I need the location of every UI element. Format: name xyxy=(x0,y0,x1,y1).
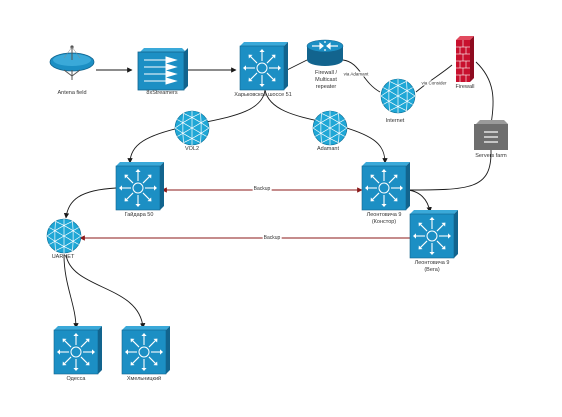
node-label-line: Леонтовича 9 xyxy=(414,260,450,266)
node-label-line: Multicast xyxy=(315,76,337,83)
node-label-vol2: VOL2 xyxy=(184,146,200,152)
node-label-line: Firewall / xyxy=(314,70,338,76)
node-label-gaidara: Гайдара 50 xyxy=(124,212,154,218)
layer3-switch-icon xyxy=(115,162,164,211)
edge-servers-konstor xyxy=(404,149,492,193)
node-label-firewall: Firewall xyxy=(455,84,475,90)
streamers-icon xyxy=(137,48,188,91)
edge-label-via-adamant: via Adamant xyxy=(342,71,370,77)
satellite-dish-icon xyxy=(49,45,95,80)
node-label-odessa: Одесса xyxy=(66,376,86,382)
node-label-line: (Вега) xyxy=(424,266,440,273)
firewall-icon xyxy=(456,36,474,82)
edge-gaidara-uarnet xyxy=(63,187,117,219)
layer3-switch-icon xyxy=(239,42,288,91)
node-label-antenna: Antena field xyxy=(57,90,87,96)
node-label-kharkiv: Харьковское шоссе 51 xyxy=(234,92,292,98)
node-label-leont-konstor: Леонтовича 9 (Констор) xyxy=(367,212,402,226)
node-label-khmel: Хмельницкий xyxy=(126,376,162,382)
globe-icon xyxy=(174,110,210,146)
node-label-internet: Internet xyxy=(385,118,405,124)
node-label-leont-vega: Леонтовича 9 (Вега) xyxy=(415,260,450,274)
router-icon xyxy=(306,39,344,66)
edge-uarnet-khmel xyxy=(65,254,146,329)
node-label-adamant: Adamant xyxy=(316,146,340,152)
node-label-line: (Констор) xyxy=(371,218,397,225)
edge-kharkiv-router xyxy=(286,59,308,71)
globe-icon xyxy=(380,78,416,114)
layer3-switch-icon xyxy=(409,210,458,259)
globe-icon xyxy=(312,110,348,146)
node-label-servers: Servers farm xyxy=(475,153,507,159)
edge-label-via-consider: via Consider xyxy=(420,80,448,86)
node-label-streamers: 8xStreamers xyxy=(146,90,178,96)
node-label-line: Леонтовича 9 xyxy=(366,212,402,218)
edge-label-backup-1: Backup xyxy=(252,186,272,192)
layer3-switch-icon xyxy=(53,326,102,375)
layer3-switch-icon xyxy=(121,326,170,375)
edge-uarnet-odessa xyxy=(63,254,79,329)
node-label-line: repeater xyxy=(315,83,337,90)
globe-icon xyxy=(46,218,82,254)
server-icon xyxy=(474,120,508,150)
edge-firewall-servers xyxy=(475,61,494,125)
edge-label-backup-2: Backup xyxy=(262,235,282,241)
node-label-firewall-multicast: Firewall / Multicast repeater xyxy=(315,70,337,91)
edge-internet-firewall xyxy=(415,64,453,93)
layer3-switch-icon xyxy=(361,162,410,211)
node-label-uarnet: UARNET xyxy=(51,254,75,260)
